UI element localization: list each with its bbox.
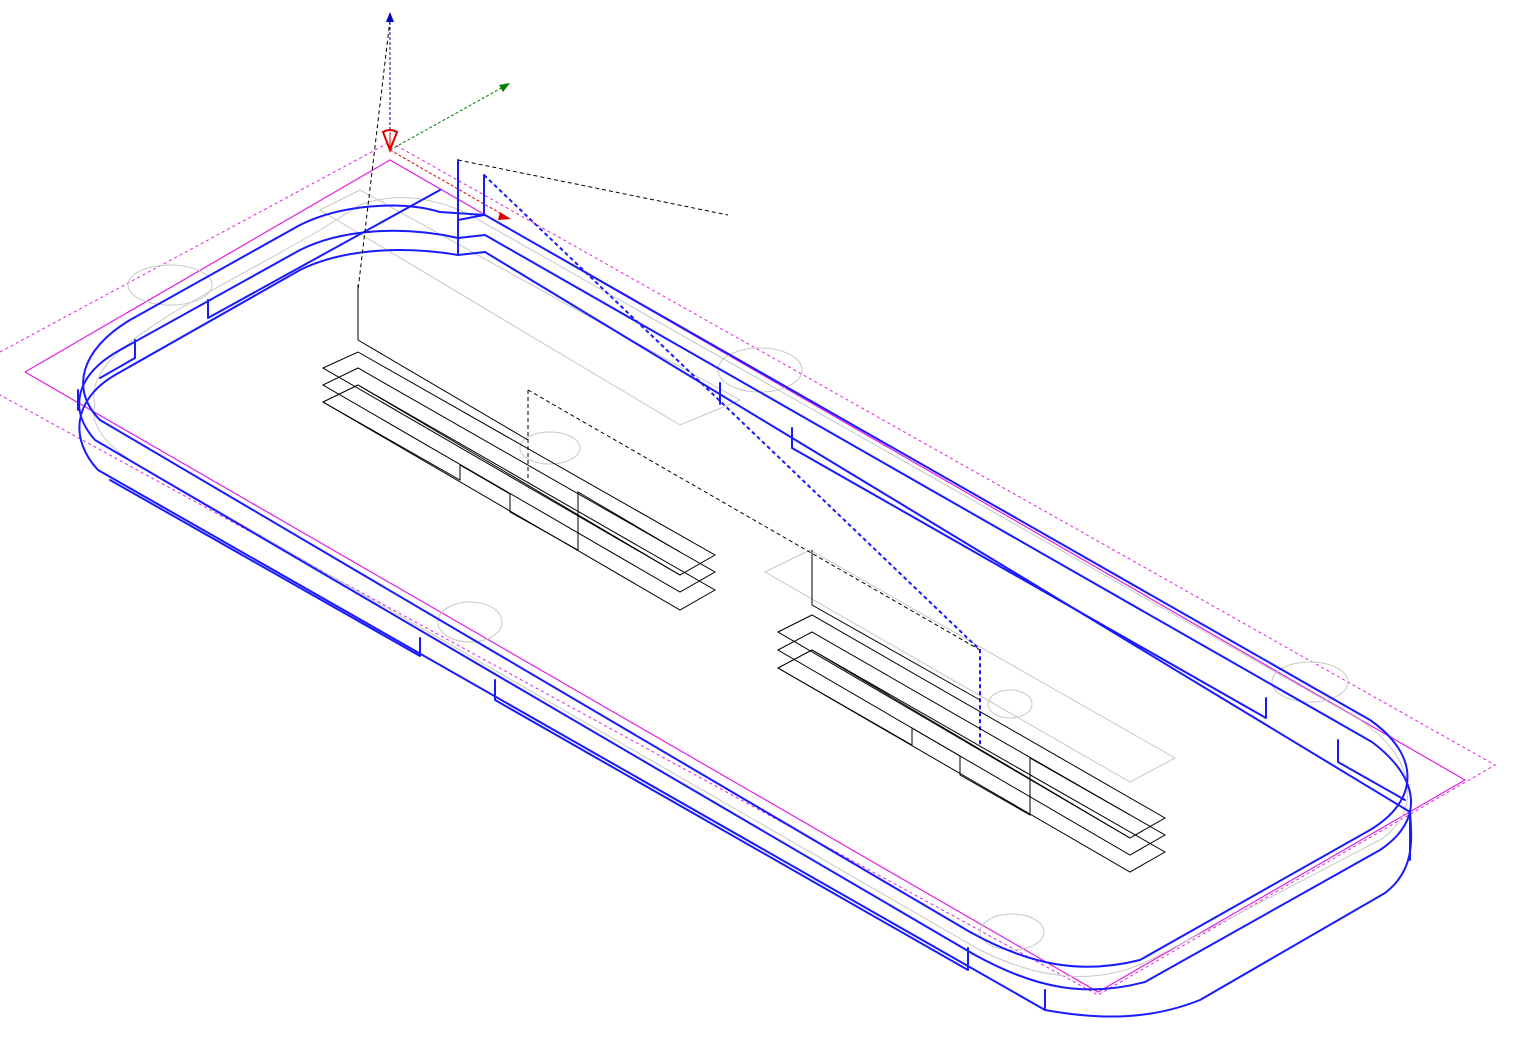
rapid-move-black: [527, 389, 981, 651]
rapid-move-blue: [483, 174, 981, 745]
rapid-move-black: [357, 19, 391, 291]
rapid-move-black: [457, 159, 729, 216]
pocket-level: [321, 367, 717, 593]
tab-marker: [1271, 661, 1349, 703]
tab-marker: [519, 431, 581, 465]
toolpath-pass-top: [82, 204, 1409, 968]
pocket-plunge: [357, 285, 529, 441]
y-axis-arrowhead: [499, 83, 510, 92]
pocket-right: [776, 550, 1167, 873]
coordinate-triad-icon: [386, 12, 511, 220]
y-axis: [389, 85, 506, 151]
pocket-level: [776, 631, 1167, 856]
profile-toolpath: [77, 159, 1413, 1018]
pocket-base: [777, 667, 1131, 816]
stock-outer-dotted: [0, 141, 1497, 996]
pocket-center-line: [357, 384, 681, 576]
toolpath-pass-mid: [78, 229, 1413, 991]
pocket-level: [776, 614, 1167, 839]
tab-jog: [207, 189, 441, 319]
tab-jog: [494, 679, 969, 971]
part-inner-ledge-1: [318, 189, 742, 426]
part-inner-ledge-2: [763, 549, 1177, 783]
x-axis: [389, 149, 506, 217]
tab-jog: [109, 479, 421, 657]
tab-marker: [979, 913, 1045, 951]
tab-marker: [437, 601, 503, 643]
part-outline: [93, 189, 1409, 978]
lead-in-move: [457, 174, 485, 221]
pocket-level: [321, 351, 717, 576]
part-rounded-slot: [93, 197, 1409, 978]
x-axis-arrowhead: [498, 212, 511, 220]
pocket-level: [776, 649, 1167, 873]
pocket-center-line: [811, 649, 1131, 839]
pocket-left: [321, 285, 717, 611]
tab-jog: [1337, 739, 1406, 801]
tool-cone-outline: [381, 129, 399, 153]
z-axis-arrowhead: [386, 12, 394, 22]
stock-boundary: [0, 141, 1497, 996]
tab-jog: [791, 427, 1267, 719]
rapid-moves: [357, 19, 981, 745]
tab-marker: [987, 689, 1033, 719]
tab-jog: [99, 339, 136, 379]
pocket-base: [322, 401, 681, 553]
stock-inner-solid: [24, 159, 1467, 993]
pocket-plunge: [811, 550, 981, 701]
toolpath-pass-bottom: [78, 249, 1413, 1018]
tool-cone-icon[interactable]: [381, 129, 399, 153]
tab-marker: [127, 264, 213, 306]
